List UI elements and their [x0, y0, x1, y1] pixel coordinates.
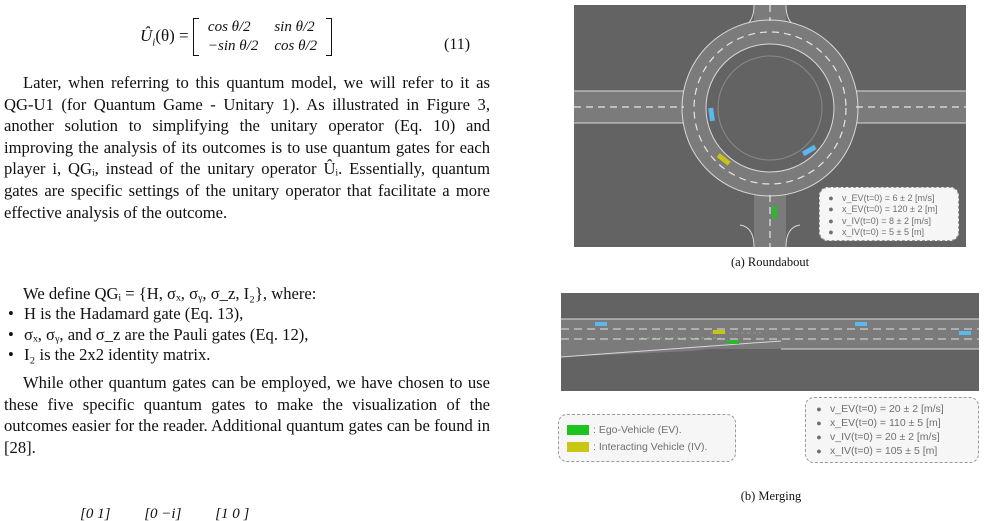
vehicle-other	[801, 144, 817, 157]
paragraph-1: Later, when referring to this quantum mo…	[4, 73, 490, 222]
left-column: Ûi(θ) = cos θ/2 sin θ/2 −sin θ/2 cos θ/2 (…	[0, 0, 492, 521]
legend-v-iv: v_IV(t=0) = 20 ± 2 [m/s]	[830, 431, 940, 443]
legend-ego-vehicle: : Ego-Vehicle (EV).	[593, 423, 682, 436]
figure-roundabout: ●v_EV(t=0) = 6 ± 2 [m/s] ●x_EV(t=0) = 12…	[574, 5, 966, 275]
interacting-vehicle	[716, 153, 731, 166]
vehicle-other	[595, 322, 607, 326]
eq11-r2c2: cos θ/2	[274, 38, 318, 54]
list-item: I₂ is the 2x2 identity matrix.	[8, 345, 478, 366]
merging-image	[561, 293, 979, 391]
legend-v-ev: v_EV(t=0) = 20 ± 2 [m/s]	[830, 403, 944, 415]
eq11-matrix: cos θ/2 sin θ/2 −sin θ/2 cos θ/2	[192, 18, 333, 56]
legend-v-ev: v_EV(t=0) = 6 ± 2 [m/s]	[842, 192, 935, 203]
eq11-lhs: Ûi(θ) =	[140, 25, 189, 49]
paragraph-2: We define QGᵢ = {H, σₓ, σᵧ, σ_z, I₂}, wh…	[23, 284, 317, 303]
legend-x-iv: x_IV(t=0) = 5 ± 5 [m]	[842, 227, 924, 238]
list-item: σₓ, σᵧ, and σ_z are the Pauli gates (Eq.…	[8, 325, 478, 346]
vehicle-other	[959, 331, 971, 335]
legend-x-ev: x_EV(t=0) = 110 ± 5 [m]	[830, 417, 941, 429]
eq11-r1c1: cos θ/2	[207, 19, 251, 35]
merging-legend: ●v_EV(t=0) = 20 ± 2 [m/s] ●x_EV(t=0) = 1…	[805, 397, 979, 463]
interacting-vehicle-swatch	[567, 441, 589, 452]
figure-merging: : Ego-Vehicle (EV). : Interacting Vehicl…	[558, 293, 984, 513]
eq11-r1c2: sin θ/2	[274, 19, 315, 35]
legend-x-iv: x_IV(t=0) = 105 ± 5 [m]	[830, 445, 938, 457]
list-item: H is the Hadamard gate (Eq. 13),	[8, 304, 478, 325]
vehicle-other	[708, 107, 715, 122]
paragraph-3: While other quantum gates can be employe…	[4, 373, 490, 457]
vehicle-legend: : Ego-Vehicle (EV). : Interacting Vehicl…	[558, 414, 736, 462]
legend-interacting-vehicle: : Interacting Vehicle (IV).	[593, 440, 708, 453]
caption-roundabout: (a) Roundabout	[730, 255, 810, 269]
ego-vehicle	[727, 340, 739, 344]
equation-12-partial: [0 1] [0 −i] [1 0 ]	[80, 506, 250, 521]
equation-11: Ûi(θ) = cos θ/2 sin θ/2 −sin θ/2 cos θ/2	[140, 18, 333, 56]
interacting-vehicle	[713, 330, 725, 334]
gate-list: H is the Hadamard gate (Eq. 13), σₓ, σᵧ,…	[8, 304, 478, 366]
legend-v-iv: v_IV(t=0) = 8 ± 2 [m/s]	[842, 215, 931, 226]
legend-x-ev: x_EV(t=0) = 120 ± 2 [m]	[842, 204, 938, 215]
vehicle-other	[855, 322, 867, 326]
ego-vehicle	[772, 206, 777, 219]
eq11-r2c1: −sin θ/2	[207, 38, 259, 54]
caption-merging: (b) Merging	[740, 489, 802, 503]
roundabout-image	[574, 5, 966, 247]
ego-vehicle-swatch	[567, 424, 589, 435]
eq11-number: (11)	[444, 36, 471, 53]
roundabout-legend: ●v_EV(t=0) = 6 ± 2 [m/s] ●x_EV(t=0) = 12…	[819, 187, 959, 241]
